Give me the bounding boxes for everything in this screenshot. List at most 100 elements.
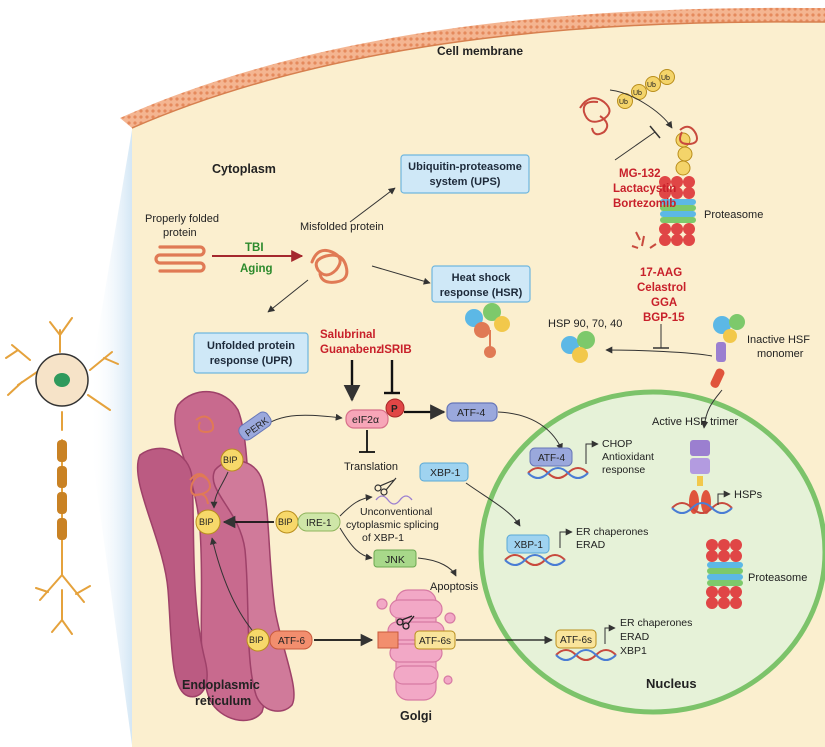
ubiquitination-arrow [609,89,673,129]
jnk-label: JNK [385,554,405,566]
ups-label-2: system (UPS) [430,176,501,188]
xbp1-target-2: ERAD [576,539,606,551]
ub-label: Ub [661,75,670,82]
drug-lactacystin: Lactacystin [613,183,676,195]
hsr-label-2: response (HSR) [440,287,523,299]
cytoplasm-label: Cytoplasm [212,162,276,176]
atf6s-nuclear-label: ATF-6s [560,635,592,646]
bip-central [195,509,221,535]
scissors-icon [374,477,397,496]
dna-atf6-icon [555,649,617,661]
atf6s-target-arrow [604,624,616,644]
bip-ire1-label: BIP [278,517,293,527]
er-label-line-1: Endoplasmic [182,678,260,692]
mrna-icon [375,495,413,505]
ub-label: Ub [633,90,642,97]
arrow-hsps [717,490,731,505]
arrow-to-ups [349,187,396,223]
jnk-node [373,549,417,568]
target-protein-icon [679,125,698,146]
atf4-label: ATF-4 [457,407,486,419]
nuclear-proteasome-icon [706,539,743,609]
xbp1-nuclear-node [506,534,550,554]
apoptosis-label: Apoptosis [430,581,479,593]
ups-inhibition-bar [649,125,661,139]
atf4-node [446,402,498,422]
drug-salubrinal: Salubrinal [320,329,376,341]
bip-atf6-release-arrow [210,537,253,631]
atf6s-node [414,630,456,650]
eif2a-node [345,409,389,429]
drug-guanabenz: Guanabenz [320,344,382,356]
atf6-node [269,630,313,650]
upr-box [193,332,309,374]
ups-label-1: Ubiquitin-proteasome [408,161,522,173]
misfolded-protein-icon [310,248,349,284]
active-hsf-trimer-icon [689,440,711,514]
xbp1-target-1: ER chaperones [576,526,648,538]
hsp-label: HSP 90, 70, 40 [548,318,622,330]
ups-inhibition-line [614,131,656,161]
er-misfolded-protein-icon [189,415,215,505]
bip-atf6 [246,628,270,652]
ubiquitinated-protein-icon [579,97,611,136]
drug-bgp15: BGP-15 [643,312,685,324]
response-label: response [602,464,645,476]
phospho-badge [385,398,405,418]
atf4-nuclear-node [529,447,573,467]
atf6-label: ATF-6 [278,636,305,647]
splicing-label-1: Unconventional [360,506,432,518]
properly-folded-protein-icon [154,245,206,273]
ire1-label: IRE-1 [306,518,332,529]
hsps-label: HSPs [734,489,763,501]
bip-perk-label: BIP [223,455,238,465]
inactive-hsf-icon [710,314,745,388]
jnk-to-apoptosis-arrow [417,557,457,577]
atf6-fragment [377,631,399,649]
inactive-hsf-label-1: Inactive HSF [747,334,810,346]
drug-mg132: MG-132 [619,168,661,180]
active-hsf-label: Active HSF trimer [652,416,739,428]
perk-node [238,411,272,441]
phospho-label: P [391,404,398,415]
ire1-to-splicing-arrow [339,494,373,517]
ups-box [400,154,530,194]
golgi-scissors-icon [396,615,415,630]
drug-celastrol: Celastrol [637,282,686,294]
dna-atf4-icon [527,467,589,479]
atf6s-target-1: ER chaperones [620,617,692,629]
upr-label-1: Unfolded protein [207,340,295,352]
cell-membrane-label: Cell membrane [437,44,523,58]
atf6s-target-3: XBP1 [620,645,647,657]
xbp1-target-arrow [559,528,573,548]
translation-label: Translation [344,461,398,473]
aging-label: Aging [240,263,273,275]
atf6s-label: ATF-6s [419,636,451,647]
atf4-nuclear-label: ATF-4 [538,453,565,464]
chop-label: CHOP [602,438,632,450]
nuclear-proteasome-label: Proteasome [748,572,807,584]
misfolded-protein-label: Misfolded protein [300,221,384,233]
inactive-hsf-label-2: monomer [757,348,804,360]
arrow-hsf-to-nucleus [701,389,723,429]
splicing-label-3: of XBP-1 [362,532,404,544]
cell-membrane-edge [131,21,825,129]
hsr-label-1: Heat shock [452,272,512,284]
ub-label: Ub [647,82,656,89]
cell-membrane-band [120,7,825,128]
atf6s-target-2: ERAD [620,631,650,643]
upr-label-2: response (UPR) [210,355,293,367]
proteasome-label: Proteasome [704,209,763,221]
dna-xbp1-icon [504,554,566,566]
hsr-box [431,265,531,303]
neuron-icon [5,317,119,635]
arrow-to-upr [267,279,309,313]
ire1-node [297,512,341,532]
golgi-label: Golgi [400,709,432,723]
eif2a-label: eIF2α [352,414,379,426]
xbp1-nuclear-label: XBP-1 [514,540,543,551]
antioxidant-label: Antioxidant [602,451,654,463]
chaperone-complex-icon [465,303,510,358]
proteasome-icon [659,176,696,246]
drug-bortezomib: Bortezomib [613,198,676,210]
